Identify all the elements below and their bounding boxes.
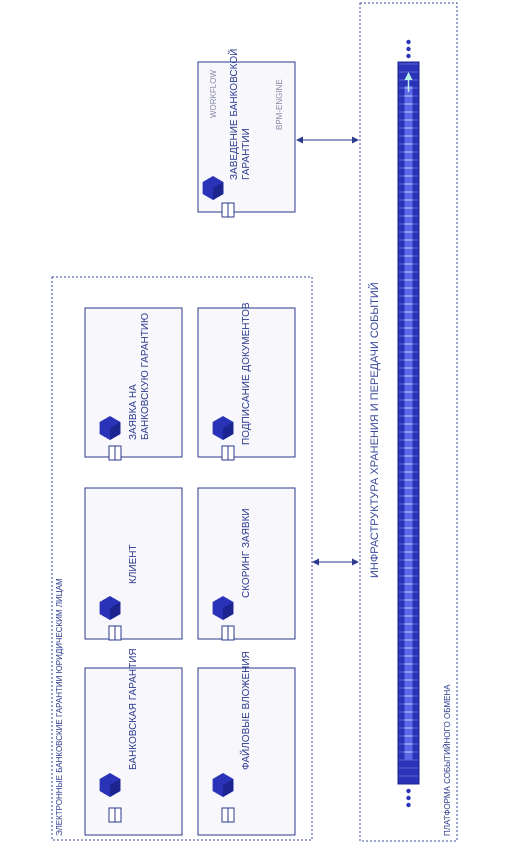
connector-services-platform (312, 558, 359, 566)
component-icon (221, 625, 235, 641)
microservice-hex-icon (212, 773, 234, 797)
component-icon (221, 445, 235, 461)
service-label: КЛИЕНТ (128, 544, 139, 584)
microservice-hex-icon (99, 596, 121, 620)
service-client[interactable]: КЛИЕНТ (84, 487, 183, 641)
ellipsis-dots-bottom-icon (406, 788, 411, 808)
infrastructure-label: ИНФРАСТРУКТУРА ХРАНЕНИЯ И ПЕРЕДАЧИ СОБЫТ… (368, 282, 381, 578)
event-platform: ПЛАТФОРМА СОБЫТИЙНОГО ОБМЕНА ИНФРАСТРУКТ… (359, 2, 458, 842)
service-label: ЗАЯВКА НА БАНКОВСКУЮ ГАРАНТИЮ (128, 313, 151, 440)
event-queue (397, 61, 420, 785)
event-platform-title: ПЛАТФОРМА СОБЫТИЙНОГО ОБМЕНА (443, 684, 452, 836)
service-label: ФАЙЛОВЫЕ ВЛОЖЕНИЯ (239, 651, 252, 770)
service-group-title: ЭЛЕКТРОННЫЕ БАНКОВСКИЕ ГАРАНТИИ ЮРИДИЧЕС… (55, 578, 64, 836)
microservice-hex-icon (202, 176, 224, 200)
event-platform-frame (359, 2, 458, 842)
service-label: СКОРИНГ ЗАЯВКИ (241, 508, 252, 598)
component-icon (221, 807, 235, 823)
component-icon (221, 202, 235, 218)
event-queue-core (404, 86, 413, 760)
component-icon (108, 445, 122, 461)
ellipsis-dots-top-icon (406, 39, 411, 59)
event-queue-ticks (404, 87, 413, 753)
microservice-hex-icon (99, 773, 121, 797)
microservice-hex-icon (99, 416, 121, 440)
component-icon (108, 625, 122, 641)
service-scoring[interactable]: СКОРИНГ ЗАЯВКИ (197, 487, 296, 641)
queue-flow-arrow-head-icon (404, 72, 413, 80)
bpm-engine-label: BPM-ENGINE (275, 79, 284, 130)
service-label: ПОДПИСАНИЕ ДОКУМЕНТОВ (241, 302, 252, 445)
component-icon (108, 807, 122, 823)
service-file-attachments[interactable]: ФАЙЛОВЫЕ ВЛОЖЕНИЯ (197, 651, 296, 836)
service-bank-guarantee[interactable]: БАНКОВСКАЯ ГАРАНТИЯ (84, 648, 183, 836)
workflow-box[interactable]: WORKFLOW ЗАВЕДЕНИЕ БАНКОВСКОЙ ГАРАНТИИ B… (197, 46, 296, 218)
service-application[interactable]: ЗАЯВКА НА БАНКОВСКУЮ ГАРАНТИЮ (84, 307, 183, 461)
service-signing[interactable]: ПОДПИСАНИЕ ДОКУМЕНТОВ (197, 302, 296, 461)
service-group-frame (51, 276, 313, 841)
microservice-hex-icon (212, 596, 234, 620)
microservice-hex-icon (212, 416, 234, 440)
service-label: БАНКОВСКАЯ ГАРАНТИЯ (128, 648, 139, 770)
workflow-type-label: WORKFLOW (209, 70, 218, 118)
workflow-label: ЗАВЕДЕНИЕ БАНКОВСКОЙ ГАРАНТИИ (227, 46, 252, 180)
service-group: ЭЛЕКТРОННЫЕ БАНКОВСКИЕ ГАРАНТИИ ЮРИДИЧЕС… (51, 276, 313, 841)
connector-workflow-platform (296, 136, 359, 144)
